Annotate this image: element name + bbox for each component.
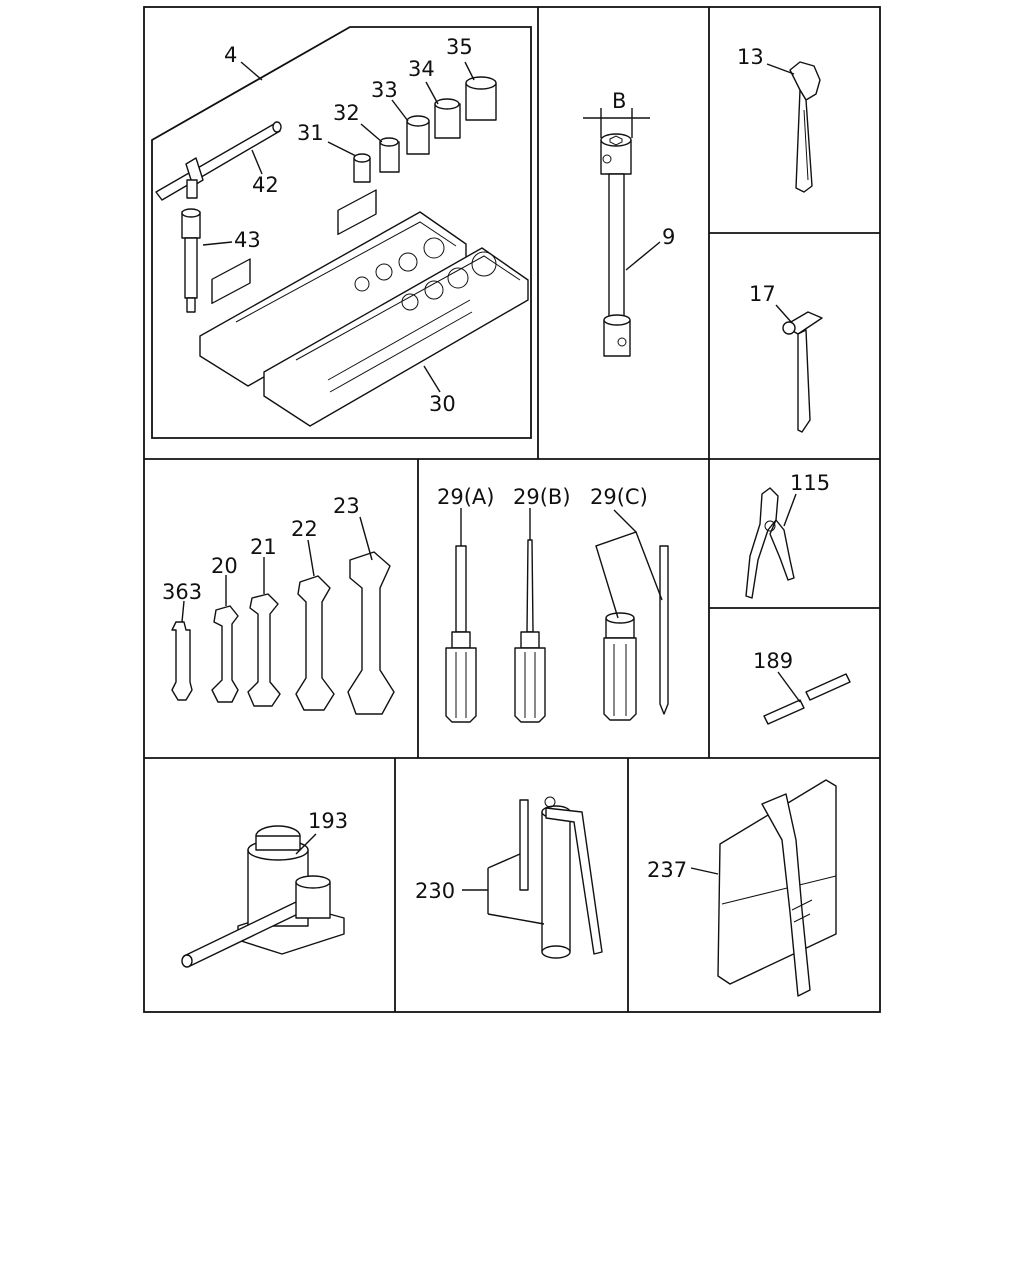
bottle-jack: [181, 825, 345, 968]
panel-grid: [143, 6, 881, 1013]
hammer: [782, 311, 823, 433]
panel-wrench-set: 363 20 21 22 23: [162, 494, 395, 715]
callout-30: 30: [429, 392, 456, 416]
panel-pliers: 115: [745, 471, 830, 599]
panel-box-wrench: B 9: [583, 89, 675, 357]
callout-237: 237: [647, 858, 687, 882]
callout-115: 115: [790, 471, 830, 495]
tool-case: [199, 189, 529, 427]
callout-43: 43: [234, 228, 261, 252]
kit-outline: [151, 26, 532, 439]
callout-23: 23: [333, 494, 360, 518]
wrench-23: [347, 551, 395, 715]
callout-9: 9: [662, 225, 675, 249]
dimension-b: B: [612, 89, 626, 113]
callout-21: 21: [250, 535, 277, 559]
callout-363: 363: [162, 580, 202, 604]
pliers: [745, 487, 795, 599]
tool-bag: [717, 779, 837, 997]
screwdriver-c: [603, 545, 669, 721]
bar-pieces: [763, 673, 851, 725]
callout-29a: 29(A): [437, 485, 494, 509]
panel-socket-set: 4 42 43 31 32 33 34 35 30: [151, 26, 532, 439]
wrench-21: [247, 593, 281, 707]
callout-35: 35: [446, 35, 473, 59]
socket-34: [434, 98, 461, 139]
callout-29b: 29(B): [513, 485, 571, 509]
callout-31: 31: [297, 121, 324, 145]
callout-230: 230: [415, 879, 455, 903]
callout-4: 4: [224, 43, 237, 67]
callout-17: 17: [749, 282, 776, 306]
callout-42: 42: [252, 173, 279, 197]
box-wrench: [600, 133, 632, 357]
panel-hammer: 17: [749, 282, 823, 433]
wrench-22: [295, 575, 335, 711]
callout-189: 189: [753, 649, 793, 673]
callout-20: 20: [211, 554, 238, 578]
wrench-363: [171, 621, 193, 701]
panel-tool-bag: 237: [647, 779, 837, 997]
adjustable-wrench: [789, 61, 821, 193]
callout-33: 33: [371, 78, 398, 102]
screwdriver-b: [514, 539, 546, 723]
socket-31: [353, 153, 371, 183]
extension-bar: [181, 208, 201, 313]
panel-screwdrivers: 29(A) 29(B) 29(C): [437, 485, 669, 723]
socket-33: [406, 115, 430, 155]
wrench-20: [211, 605, 239, 703]
panel-adjustable-wrench: 13: [737, 45, 821, 193]
callout-32: 32: [333, 101, 360, 125]
socket-32: [379, 137, 400, 173]
screwdriver-a: [445, 545, 477, 723]
panel-bar: 189: [753, 649, 851, 725]
grease-gun: [519, 796, 603, 959]
panel-jack: 193: [181, 809, 348, 968]
callout-13: 13: [737, 45, 764, 69]
callout-29c: 29(C): [590, 485, 648, 509]
panel-grease-gun: 230: [415, 796, 603, 959]
callout-22: 22: [291, 517, 318, 541]
callout-34: 34: [408, 57, 435, 81]
t-bar-handle: [155, 121, 282, 201]
callout-193: 193: [308, 809, 348, 833]
socket-35: [465, 76, 497, 121]
